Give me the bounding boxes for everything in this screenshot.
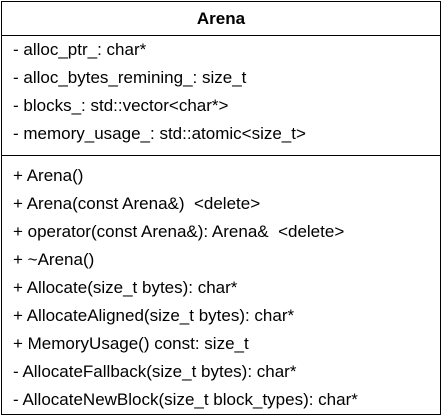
class-name: Arena xyxy=(2,2,440,36)
method-arena-constructor: + Arena() xyxy=(13,166,84,185)
method-operator-assign: + operator(const Arena&): Arena& <delete… xyxy=(13,222,345,241)
method-allocate-new-block: - AllocateNewBlock(size_t block_types): … xyxy=(13,390,358,409)
methods-compartment: + Arena() + Arena(const Arena&) <delete>… xyxy=(2,162,440,414)
method-allocate-aligned: + AllocateAligned(size_t bytes): char* xyxy=(13,306,295,325)
attributes-compartment: - alloc_ptr_: char* - alloc_bytes_remini… xyxy=(2,36,440,156)
method-arena-copy-constructor: + Arena(const Arena&) <delete> xyxy=(13,194,261,213)
method-arena-destructor: + ~Arena() xyxy=(13,250,95,269)
method-allocate-fallback: - AllocateFallback(size_t bytes): char* xyxy=(13,362,297,381)
attribute-blocks: - blocks_: std::vector<char*> xyxy=(13,96,229,115)
attribute-memory-usage: - memory_usage_: std::atomic<size_t> xyxy=(13,124,306,143)
attribute-alloc-ptr: - alloc_ptr_: char* xyxy=(13,40,147,59)
method-allocate: + Allocate(size_t bytes): char* xyxy=(13,278,238,297)
method-memory-usage: + MemoryUsage() const: size_t xyxy=(13,334,249,353)
attribute-alloc-bytes-remining: - alloc_bytes_remining_: size_t xyxy=(13,68,247,87)
